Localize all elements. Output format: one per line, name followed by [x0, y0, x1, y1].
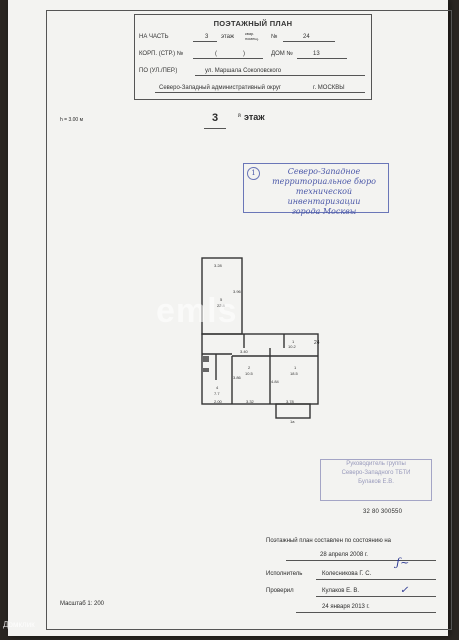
plan-room-num: 2	[248, 365, 251, 370]
bti-line: территориальное бюро	[272, 177, 376, 186]
plan-room-num: 1	[292, 339, 295, 344]
floor-word: этаж	[221, 34, 234, 40]
state-date-line	[286, 560, 436, 561]
executor-signature: ƒ~	[396, 556, 410, 569]
apt-line	[283, 41, 335, 42]
state-line: Поэтажный план составлен по состоянию на	[266, 538, 392, 544]
plan-dim: 3.78	[286, 399, 294, 404]
plan-dim: 3.96	[233, 289, 241, 294]
plan-room-area: 18.5	[290, 371, 298, 376]
plan-room-num: 5	[220, 297, 223, 302]
floor-label: этаж	[244, 112, 265, 122]
document-code: 32 80 300550	[363, 509, 403, 515]
plan-room-area: 10.2	[288, 344, 296, 349]
resp-line: Руководитель группы	[346, 461, 406, 467]
checked-name: Кулаков Е. В.	[322, 588, 360, 594]
bti-stamp-text: Северо-Западное территориальное бюро тех…	[262, 167, 386, 217]
bti-stamp: 1 Северо-Западное территориальное бюро т…	[243, 163, 389, 216]
plan-dim: 3.32	[246, 399, 254, 404]
city-value: г. МОСКВЫ	[313, 85, 345, 91]
checker-signature: ✓	[400, 585, 409, 596]
header-stamp: ПОЭТАЖНЫЙ ПЛАН НА ЧАСТЬ 3 этаж квар. пом…	[134, 14, 372, 100]
height-label: h = 3.00 м	[60, 117, 84, 123]
dom-line	[297, 58, 347, 59]
bti-line: технической инвентаризации	[287, 187, 361, 206]
bti-line: Северо-Западное	[287, 167, 361, 176]
bti-stamp-number: 1	[247, 167, 260, 180]
plan-dim: 3.28	[214, 263, 222, 268]
page-title: ПОЭТАЖНЫЙ ПЛАН	[213, 19, 293, 28]
korp-value-close: )	[243, 51, 245, 57]
floor-plan: 3.28 5 22.8 1 10.2 2 10.5 3.32 1 18.5 3.…	[188, 250, 328, 432]
plan-room-num: 4	[216, 385, 219, 390]
plan-room-area: 10.5	[245, 371, 253, 376]
scale-label: Масштаб 1: 200	[60, 601, 105, 607]
plan-dim: 3.86	[233, 375, 241, 380]
plan-room-area: 7.7	[214, 391, 220, 396]
district-line	[155, 92, 365, 93]
street-line	[195, 75, 365, 76]
watermark: emls	[156, 292, 238, 330]
page-frame	[46, 10, 452, 630]
apt-label-1: квар.	[245, 31, 255, 36]
responsible-stamp: Руководитель группы Северо-Западного ТБТ…	[320, 459, 432, 501]
brand-logo: Домклик	[3, 620, 35, 629]
bti-line: города Москвы	[291, 207, 357, 216]
floor-number: 3	[204, 108, 226, 129]
plan-dim: 3.40	[240, 349, 248, 354]
floor-plan-drawing	[201, 257, 319, 419]
executor-line	[316, 579, 436, 580]
part-value: 3	[205, 34, 209, 40]
checked-line	[316, 596, 436, 597]
part-label: НА ЧАСТЬ	[139, 34, 169, 40]
executor-label: Исполнитель	[266, 571, 303, 577]
apt-no-sign: №	[271, 34, 278, 40]
resp-line: Булаков Е.В.	[358, 479, 394, 485]
checked-date: 24 января 2013 г.	[322, 604, 370, 610]
district-value: Северо-Западный административный округ	[159, 85, 282, 91]
resp-line: Северо-Западного ТБТИ	[341, 470, 411, 476]
checked-label: Проверил	[266, 588, 294, 594]
document-sheet: ПОЭТАЖНЫЙ ПЛАН НА ЧАСТЬ 3 этаж квар. пом…	[8, 0, 452, 636]
apt-value: 24	[303, 34, 310, 40]
apt-label-2: помещ.	[245, 36, 259, 41]
plan-dim: 1a	[290, 419, 295, 424]
plan-room-area: 22.8	[217, 303, 225, 308]
plan-room-num: 1	[294, 365, 297, 370]
floor-sup: й	[238, 113, 241, 119]
plan-dim: 2.00	[214, 399, 222, 404]
plan-corner-label: 24	[314, 340, 320, 346]
dom-label: ДОМ №	[271, 51, 293, 57]
street-label: ПО (УЛ./ПЕР.)	[139, 68, 178, 74]
korp-line	[193, 58, 263, 59]
plan-dim: 4.84	[271, 379, 279, 384]
executor-name: Колесникова Г. С.	[322, 571, 372, 577]
part-line	[193, 41, 217, 42]
checked-date-line	[296, 612, 436, 613]
state-date: 28 апреля 2008 г.	[320, 552, 368, 558]
korp-value-open: (	[215, 51, 217, 57]
signature-block: Поэтажный план составлен по состоянию на…	[256, 530, 446, 618]
dom-value: 13	[313, 51, 320, 57]
korp-label: КОРП. (СТР.) №	[139, 51, 184, 57]
street-value: ул. Маршала Соколовского	[205, 68, 282, 74]
